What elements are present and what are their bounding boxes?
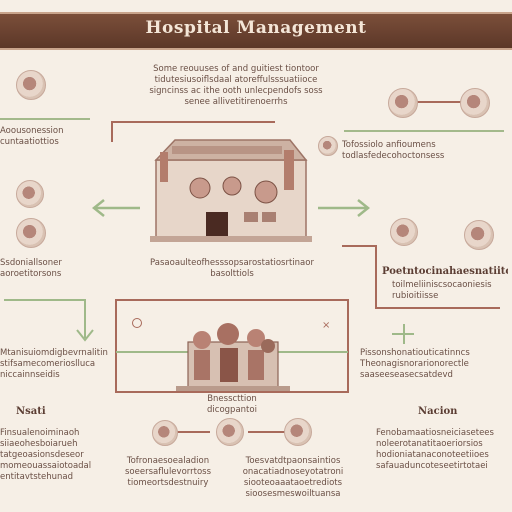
circle-node-icon [152,420,178,446]
decor-mark: × [322,320,331,331]
title-bar [0,12,512,50]
circle-node-icon [16,180,44,208]
circle-node-icon [16,70,46,100]
left-text-2: Ssdoniallsoner aoroetitorsons [0,258,62,279]
connector-right-mid [342,245,500,309]
circle-node-icon [460,88,490,118]
left-text-3: Mtanisuiomdigbevrnalitin stifsamecomerio… [0,348,108,380]
circle-node-icon [318,136,338,156]
bottom-left-text: Finsualenoiminaoh siiaeohesboiarueh tatg… [0,428,92,482]
staff-frame [115,299,349,393]
page-title: Hospital Management [145,18,367,38]
intro-text: Some reouuses of and guitiest tiontoor t… [149,64,323,107]
circle-node-icon [390,218,418,246]
circle-node-icon [16,218,46,248]
left-text-1: Aoousonession cuntaatiottios [0,126,64,147]
circle-node-icon [464,220,494,250]
bottom-right-heading: Nacion [418,406,458,417]
divider [0,118,90,120]
bottom-mid-left-text: Tofronaesoealadion soeersaflulevorrtoss … [124,456,211,488]
arrow-down-icon [4,299,86,338]
bottom-mid-right-text: Toesvatdtpaonsaintios onacatiadnoseyotat… [242,456,344,499]
decor-dot [132,318,142,328]
right-heading-2: Poetntocinahaesnatiitcins [382,266,508,277]
circle-node-icon [284,418,312,446]
right-text-2: toilmeliiniscsocaoniesis rubioitiisse [392,280,492,301]
divider [344,130,504,132]
hospital-caption: Pasaoaulteofhesssopsarostatiosrtinaor ba… [150,258,314,279]
bottom-center-label: Bnesscttion dicogpantoi [207,394,257,415]
right-text-3: Pissonshonatiouticatinncs Theonagisnorar… [360,348,470,380]
connector-top [111,121,275,142]
bottom-right-text: Fenobamaatiosneiciasetees noleerotanatit… [376,428,494,471]
right-text-1: Tofossiolo anfioumens todlasfedecohocton… [342,140,445,161]
bottom-left-heading: Nsati [16,406,46,417]
circle-node-icon [216,418,244,446]
circle-node-icon [388,88,418,118]
